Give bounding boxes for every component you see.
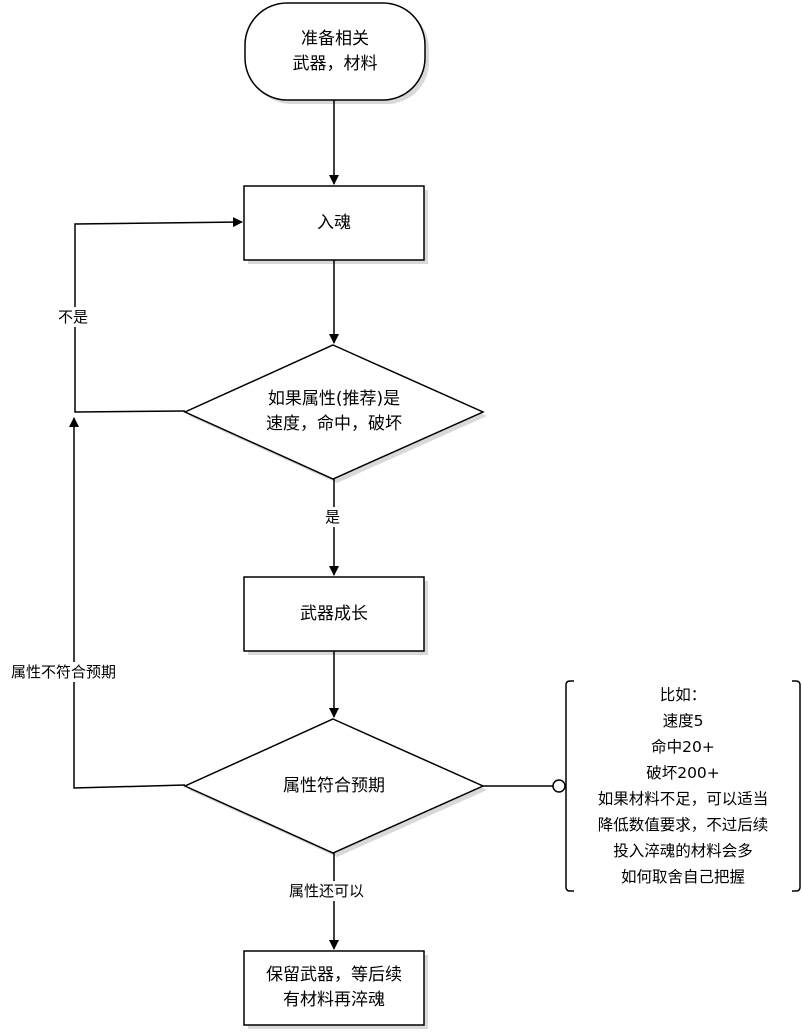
edge-label-acceptable: 属性还可以 [287, 881, 367, 901]
check-attr-decision-shape [183, 344, 485, 480]
soul-in-node: 入魂 [244, 186, 424, 260]
soul-in-node-label: 入魂 [317, 212, 351, 233]
start-node-line-1: 准备相关 [301, 28, 369, 49]
note-line-4: 破坏200+ [646, 764, 720, 782]
keep-weapon-line-2: 有材料再淬魂 [283, 990, 385, 1010]
start-node-shape [244, 2, 426, 101]
check-expected-decision: 属性符合预期 [185, 719, 483, 853]
check-expected-label: 属性符合预期 [283, 775, 385, 796]
edge-label-yes: 是 [323, 507, 343, 527]
note-line-7: 投入淬魂的材料会多 [613, 842, 753, 860]
weapon-growth-label: 武器成长 [300, 603, 368, 624]
note-line-8: 如何取舍自己把握 [620, 868, 745, 886]
edge-label-not-expected: 属性不符合预期 [9, 662, 119, 682]
note-line-5: 如果材料不足，可以适当 [597, 790, 769, 808]
edge-label-not-yes: 不是 [56, 307, 91, 327]
weapon-growth-node: 武器成长 [244, 577, 424, 651]
check-expected-decision-shape [183, 718, 485, 854]
note-line-3: 命中20+ [651, 738, 715, 756]
keep-weapon-node: 保留武器，等后续 有材料再淬魂 [244, 951, 424, 1025]
annotation-note: 比如： 速度5 命中20+ 破坏200+ 如果材料不足，可以适当 降低数值要求，… [566, 681, 800, 891]
arrow-not-expected-loop [69, 417, 186, 789]
note-left-bracket [565, 680, 574, 892]
check-attr-line-2: 速度，命中，破坏 [266, 414, 402, 434]
soul-in-node-shape [243, 185, 425, 261]
start-node: 准备相关 武器，材料 [245, 3, 425, 100]
keep-weapon-node-shape [243, 950, 425, 1026]
check-attr-line-1: 如果属性(推荐)是 [267, 389, 401, 409]
start-node-line-2: 武器，材料 [292, 53, 378, 74]
check-attr-decision: 如果属性(推荐)是 速度，命中，破坏 [185, 345, 483, 479]
note-connector-dot [552, 779, 566, 793]
note-line-1: 比如： [659, 686, 707, 704]
keep-weapon-line-1: 保留武器，等后续 [266, 965, 402, 985]
note-right-bracket [792, 680, 801, 892]
note-line-2: 速度5 [662, 712, 704, 730]
note-line-6: 降低数值要求，不过后续 [597, 816, 769, 834]
